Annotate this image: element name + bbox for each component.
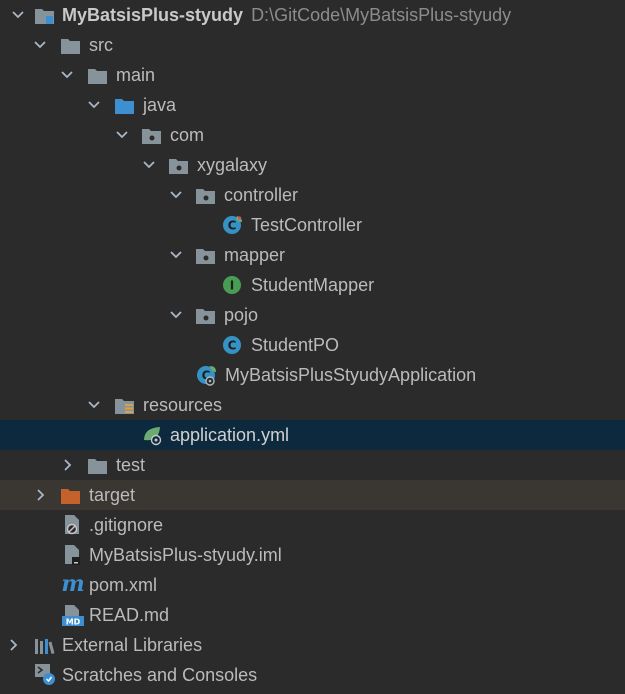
class-icon: C <box>222 335 244 355</box>
chevron-down-icon[interactable] <box>116 120 128 150</box>
spring-boot-class-icon: C <box>196 365 218 386</box>
tree-label: TestController <box>251 215 363 235</box>
chevron-right-icon[interactable] <box>8 630 20 660</box>
tree-row-controller[interactable]: controller <box>0 180 625 210</box>
tree-row-xygalaxy[interactable]: xygalaxy <box>0 150 625 180</box>
interface-letter: I <box>230 279 234 293</box>
module-file-icon <box>62 545 84 565</box>
tree-row-test-controller[interactable]: C TestController <box>0 210 625 240</box>
tree-label: READ.md <box>89 605 170 625</box>
chevron-down-icon[interactable] <box>170 300 182 330</box>
tree-label: MyBatsisPlusStyudyApplication <box>225 365 477 385</box>
package-icon <box>168 155 190 175</box>
source-folder-icon <box>114 95 136 115</box>
tree-row-pom[interactable]: m pom.xml <box>0 570 625 600</box>
tree-label: mapper <box>224 245 286 265</box>
tree-label: MyBatsisPlus-styudy.iml <box>89 545 282 565</box>
chevron-down-icon[interactable] <box>34 30 46 60</box>
md-letters: MD <box>66 618 81 627</box>
interface-icon: I <box>222 275 244 295</box>
tree-row-test[interactable]: test <box>0 450 625 480</box>
tree-row-com[interactable]: com <box>0 120 625 150</box>
tree-row-scratches[interactable]: Scratches and Consoles <box>0 660 625 690</box>
tree-label: java <box>143 95 177 115</box>
tree-row-root[interactable]: MyBatsisPlus-styudy D:\GitCode\MyBatsisPl… <box>0 0 625 30</box>
spring-class-icon: C <box>222 215 244 235</box>
tree-label: application.yml <box>170 425 290 445</box>
tree-row-java[interactable]: java <box>0 90 625 120</box>
tree-label: Scratches and Consoles <box>62 665 258 685</box>
package-icon <box>141 125 163 145</box>
tree-row-target[interactable]: target <box>0 480 625 510</box>
folder-icon <box>60 35 82 55</box>
tree-label: .gitignore <box>89 515 164 535</box>
ignore-file-icon <box>62 515 84 535</box>
tree-row-src[interactable]: src <box>0 30 625 60</box>
tree-label: src <box>89 35 113 55</box>
tree-label: pojo <box>224 305 259 325</box>
tree-row-application-class[interactable]: C MyBatsisPlusStyudyApplication <box>0 360 625 390</box>
tree-label: controller <box>224 185 299 205</box>
chevron-down-icon[interactable] <box>143 150 155 180</box>
tree-label: StudentPO <box>251 335 340 355</box>
maven-letter: m <box>61 574 84 596</box>
package-icon <box>195 185 217 205</box>
tree-row-application-yml[interactable]: application.yml <box>0 420 625 450</box>
class-letter: C <box>228 219 237 233</box>
chevron-down-icon[interactable] <box>61 60 73 90</box>
tree-label: target <box>89 485 136 505</box>
tree-row-student-po[interactable]: C StudentPO <box>0 330 625 360</box>
chevron-down-icon[interactable] <box>170 180 182 210</box>
folder-icon <box>87 65 109 85</box>
project-name: MyBatsisPlus-styudy <box>62 5 244 25</box>
tree-row-resources[interactable]: resources <box>0 390 625 420</box>
chevron-down-icon[interactable] <box>170 240 182 270</box>
project-module-icon <box>34 5 56 25</box>
tree-row-main[interactable]: main <box>0 60 625 90</box>
chevron-down-icon[interactable] <box>88 90 100 120</box>
tree-label: test <box>116 455 146 475</box>
tree-row-iml[interactable]: MyBatsisPlus-styudy.iml <box>0 540 625 570</box>
package-icon <box>195 305 217 325</box>
tree-row-gitignore[interactable]: .gitignore <box>0 510 625 540</box>
tree-label: com <box>170 125 205 145</box>
excluded-folder-icon <box>60 485 82 505</box>
package-icon <box>195 245 217 265</box>
tree-row-student-mapper[interactable]: I StudentMapper <box>0 270 625 300</box>
chevron-right-icon[interactable] <box>35 480 47 510</box>
tree-label: main <box>116 65 156 85</box>
tree-label: pom.xml <box>89 575 158 595</box>
tree-row-mapper[interactable]: mapper <box>0 240 625 270</box>
tree-row-readme[interactable]: MD READ.md <box>0 600 625 630</box>
class-letter: C <box>228 339 237 353</box>
spring-yaml-icon <box>142 425 164 446</box>
folder-icon <box>87 455 109 475</box>
project-path: D:\GitCode\MyBatsisPlus-styudy <box>251 5 512 25</box>
chevron-right-icon[interactable] <box>62 450 74 480</box>
tree-label: External Libraries <box>62 635 203 655</box>
tree-label: xygalaxy <box>197 155 268 175</box>
maven-icon: m <box>61 574 84 596</box>
class-letter: C <box>202 369 211 383</box>
scratches-icon <box>34 664 56 685</box>
chevron-down-icon[interactable] <box>88 390 100 420</box>
markdown-file-icon: MD <box>62 605 84 627</box>
tree-label: resources <box>143 395 223 415</box>
resources-folder-icon <box>114 395 136 415</box>
tree-row-external-libraries[interactable]: External Libraries <box>0 630 625 660</box>
chevron-down-icon[interactable] <box>12 0 24 30</box>
tree-row-pojo[interactable]: pojo <box>0 300 625 330</box>
tree-label: StudentMapper <box>251 275 375 295</box>
libraries-icon <box>34 635 56 655</box>
